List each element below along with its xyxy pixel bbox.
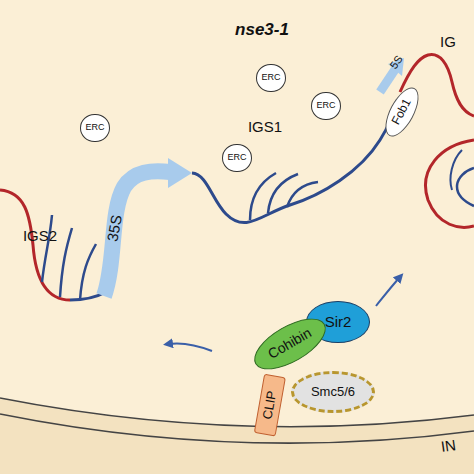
node-text: ERC [261, 73, 280, 83]
node-text: ERC [227, 153, 246, 163]
node-text: Smc5/6 [311, 385, 355, 399]
region-label: IG [440, 34, 456, 51]
node-text: CLIP [260, 390, 279, 421]
erc-circle: ERC [311, 92, 340, 120]
erc-circle: ERC [222, 144, 251, 172]
diagram-title: nse3-1 [235, 21, 289, 40]
node-text: ERC [316, 101, 335, 111]
region-label: IGS1 [248, 119, 282, 136]
erc-circle: ERC [256, 64, 285, 92]
node-text: 35S [105, 213, 126, 242]
node-text: ERC [85, 123, 104, 133]
node-text: Sir2 [325, 314, 352, 331]
erc-circle: ERC [80, 114, 109, 142]
smc56-complex: Smc5/6 [291, 371, 375, 413]
region-label: IGS2 [23, 228, 57, 245]
membrane-label: IN [439, 437, 456, 455]
